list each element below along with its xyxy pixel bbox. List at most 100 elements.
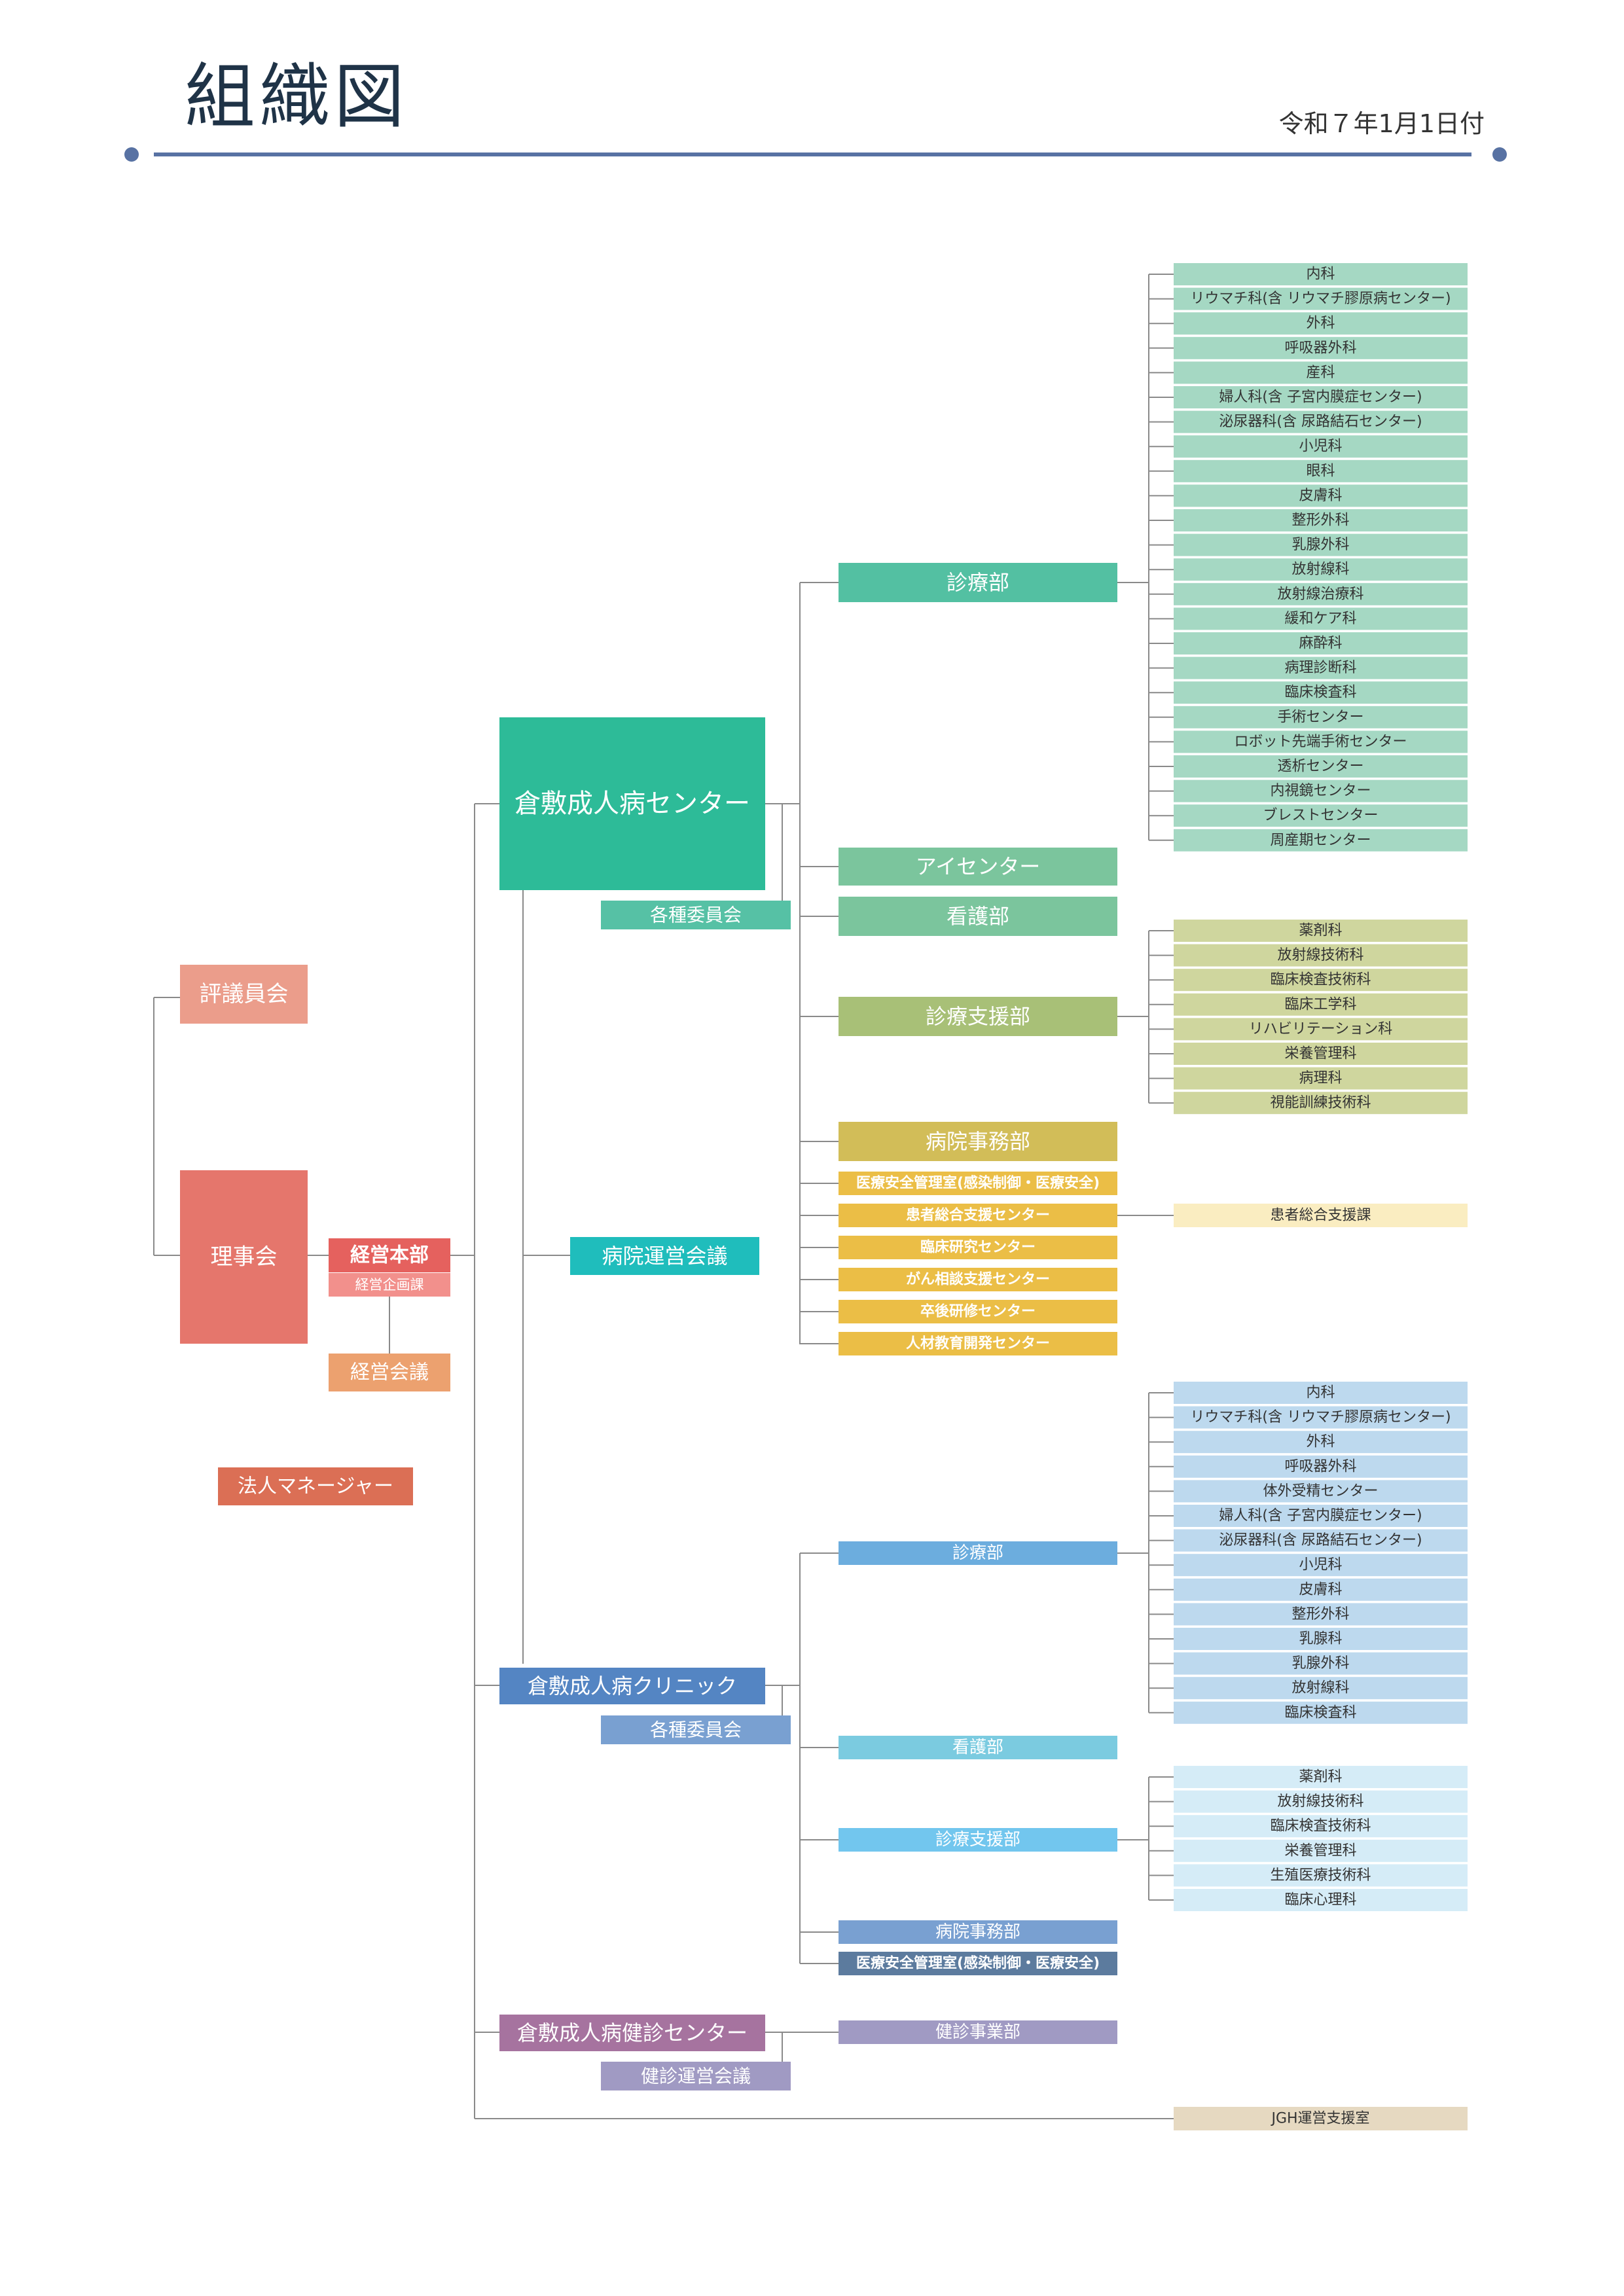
center-shien-dept-5-label: 栄養管理科: [1284, 1046, 1356, 1062]
center-shinryo-dept-20: 透析センター: [1174, 755, 1468, 778]
keiei-kaigi-box-label: 経営会議: [350, 1361, 429, 1384]
center-jimu-sub-0: 医療安全管理室(感染制御・医療安全): [839, 1172, 1117, 1195]
rijikai-box: 理事会: [180, 1170, 308, 1344]
center-shinryo-dept-8-label: 眼科: [1306, 463, 1335, 479]
clinic-shinryo-box: 診療部: [839, 1541, 1117, 1565]
clinic-committee-box-label: 各種委員会: [650, 1719, 742, 1741]
center-shinryo-dept-20-label: 透析センター: [1277, 759, 1363, 775]
clinic-shinryo-dept-3-label: 呼吸器外科: [1284, 1458, 1356, 1475]
keiei-honbu-box-label: 経営本部: [350, 1244, 429, 1267]
center-jimu-sub-4-label: 卒後研修センター: [920, 1303, 1036, 1320]
clinic-shinryo-dept-2-label: 外科: [1306, 1434, 1335, 1450]
center-shinryo-dept-1-label: リウマチ科(含 リウマチ膠原病センター): [1190, 291, 1451, 307]
clinic-shinryo-dept-12-label: 放射線科: [1291, 1680, 1349, 1696]
center-shinryo-dept-16-label: 病理診断科: [1284, 660, 1356, 676]
clinic-shinryo-dept-5: 婦人科(含 子宮内膜症センター): [1174, 1505, 1468, 1527]
center-shinryo-dept-5: 婦人科(含 子宮内膜症センター): [1174, 386, 1468, 408]
center-shinryo-dept-12: 放射線科: [1174, 558, 1468, 581]
hyogiin-box-label: 評議員会: [200, 981, 289, 1007]
center-jimu-sub-2: 臨床研究センター: [839, 1236, 1117, 1259]
clinic-shien-box-label: 診療支援部: [935, 1830, 1020, 1850]
clinic-shien-dept-5-label: 臨床心理科: [1284, 1892, 1356, 1909]
kenshin-box-label: 倉敷成人病健診センター: [517, 2020, 748, 2045]
center-shinryo-dept-2-label: 外科: [1306, 315, 1335, 332]
clinic-shinryo-dept-6-label: 泌尿器科(含 尿路結石センター): [1219, 1532, 1422, 1549]
clinic-shinryo-dept-3: 呼吸器外科: [1174, 1455, 1468, 1478]
clinic-shien-dept-4: 生殖医療技術科: [1174, 1864, 1468, 1887]
manager-box-label: 法人マネージャー: [238, 1475, 393, 1498]
clinic-shinryo-dept-9: 整形外科: [1174, 1603, 1468, 1626]
clinic-shinryo-dept-11: 乳腺外科: [1174, 1652, 1468, 1675]
center-jimu-sub-1-label: 患者総合支援センター: [906, 1207, 1050, 1224]
center-shinryo-dept-23-label: 周産期センター: [1270, 832, 1371, 848]
clinic-shinryo-dept-10-label: 乳腺科: [1299, 1631, 1342, 1647]
clinic-committee-box: 各種委員会: [601, 1715, 791, 1744]
clinic-shinryo-dept-9-label: 整形外科: [1291, 1606, 1349, 1623]
jgh-box: JGH運営支援室: [1174, 2107, 1468, 2130]
rijikai-box-label: 理事会: [211, 1244, 278, 1270]
center-jimu-sub-4: 卒後研修センター: [839, 1300, 1117, 1323]
clinic-jimu-box-label: 病院事務部: [935, 1922, 1020, 1942]
center-kango-box-label: 看護部: [947, 904, 1009, 929]
clinic-anzen-box: 医療安全管理室(感染制御・医療安全): [839, 1952, 1117, 1975]
center-shinryo-dept-18-label: 手術センター: [1277, 709, 1363, 725]
clinic-shinryo-dept-11-label: 乳腺外科: [1291, 1655, 1349, 1672]
center-shien-dept-2: 臨床検査技術科: [1174, 969, 1468, 992]
center-shinryo-dept-9: 皮膚科: [1174, 484, 1468, 507]
clinic-shinryo-dept-8: 皮膚科: [1174, 1578, 1468, 1601]
center-shinryo-dept-1: リウマチ科(含 リウマチ膠原病センター): [1174, 287, 1468, 310]
kenshin-unei-kaigi-box-label: 健診運営会議: [641, 2066, 751, 2087]
clinic-shinryo-dept-13-label: 臨床検査科: [1284, 1704, 1356, 1721]
center-shinryo-dept-2: 外科: [1174, 312, 1468, 335]
center-shinryo-dept-15: 麻酔科: [1174, 632, 1468, 655]
keiei-kikaku-box-label: 経営企画課: [355, 1277, 424, 1293]
center-shien-dept-1: 放射線技術科: [1174, 944, 1468, 967]
center-shien-dept-5: 栄養管理科: [1174, 1043, 1468, 1065]
center-shinryo-dept-3-label: 呼吸器外科: [1284, 340, 1356, 356]
center-shinryo-box: 診療部: [839, 563, 1117, 602]
center-shien-dept-1-label: 放射線技術科: [1277, 947, 1363, 963]
center-unei-kaigi-box-label: 病院運営会議: [602, 1244, 727, 1268]
clinic-box-label: 倉敷成人病クリニック: [528, 1674, 737, 1698]
center-shinryo-dept-10-label: 整形外科: [1291, 512, 1349, 529]
clinic-shien-box: 診療支援部: [839, 1828, 1117, 1852]
clinic-shien-dept-5: 臨床心理科: [1174, 1889, 1468, 1911]
center-shinryo-dept-11: 乳腺外科: [1174, 533, 1468, 556]
center-jimu-sub-5-label: 人材教育開発センター: [906, 1335, 1050, 1352]
rule-left-dot: [124, 147, 139, 162]
center-patient-section-box-label: 患者総合支援課: [1270, 1208, 1371, 1224]
clinic-shien-dept-3: 栄養管理科: [1174, 1839, 1468, 1862]
hyogiin-box: 評議員会: [180, 965, 308, 1024]
center-shinryo-dept-19-label: ロボット先端手術センター: [1234, 734, 1407, 750]
center-shinryo-dept-13: 放射線治療科: [1174, 583, 1468, 605]
center-jimu-sub-3: がん相談支援センター: [839, 1268, 1117, 1291]
center-shien-box: 診療支援部: [839, 997, 1117, 1036]
center-shinryo-dept-18: 手術センター: [1174, 706, 1468, 728]
header-rule: [154, 152, 1471, 156]
center-shinryo-dept-10: 整形外科: [1174, 509, 1468, 531]
clinic-shien-dept-2: 臨床検査技術科: [1174, 1815, 1468, 1838]
center-shinryo-dept-23: 周産期センター: [1174, 829, 1468, 852]
center-shien-dept-3: 臨床工学科: [1174, 993, 1468, 1016]
center-shinryo-dept-9-label: 皮膚科: [1299, 488, 1342, 504]
issue-date: 令和７年1月1日付: [1278, 109, 1485, 138]
clinic-kango-box: 看護部: [839, 1736, 1117, 1759]
rule-right-dot: [1492, 147, 1507, 162]
center-unei-kaigi-box: 病院運営会議: [570, 1237, 759, 1275]
clinic-shinryo-dept-12: 放射線科: [1174, 1677, 1468, 1700]
center-shinryo-dept-8: 眼科: [1174, 459, 1468, 482]
center-box: 倉敷成人病センター: [499, 717, 765, 890]
center-shien-box-label: 診療支援部: [926, 1004, 1030, 1029]
center-jimu-sub-2-label: 臨床研究センター: [920, 1239, 1036, 1256]
center-jimu-box-label: 病院事務部: [926, 1129, 1030, 1154]
clinic-shien-dept-0-label: 薬剤科: [1299, 1769, 1342, 1785]
center-shinryo-dept-16: 病理診断科: [1174, 656, 1468, 679]
clinic-anzen-box-label: 医療安全管理室(感染制御・医療安全): [856, 1955, 1100, 1972]
center-shinryo-dept-15-label: 麻酔科: [1299, 636, 1342, 652]
center-shien-dept-0: 薬剤科: [1174, 920, 1468, 942]
clinic-box: 倉敷成人病クリニック: [499, 1668, 765, 1704]
center-shinryo-dept-7-label: 小児科: [1299, 439, 1342, 455]
page-title: 組織図: [185, 56, 409, 138]
center-jimu-box: 病院事務部: [839, 1122, 1117, 1161]
clinic-shinryo-dept-1: リウマチ科(含 リウマチ膠原病センター): [1174, 1406, 1468, 1429]
